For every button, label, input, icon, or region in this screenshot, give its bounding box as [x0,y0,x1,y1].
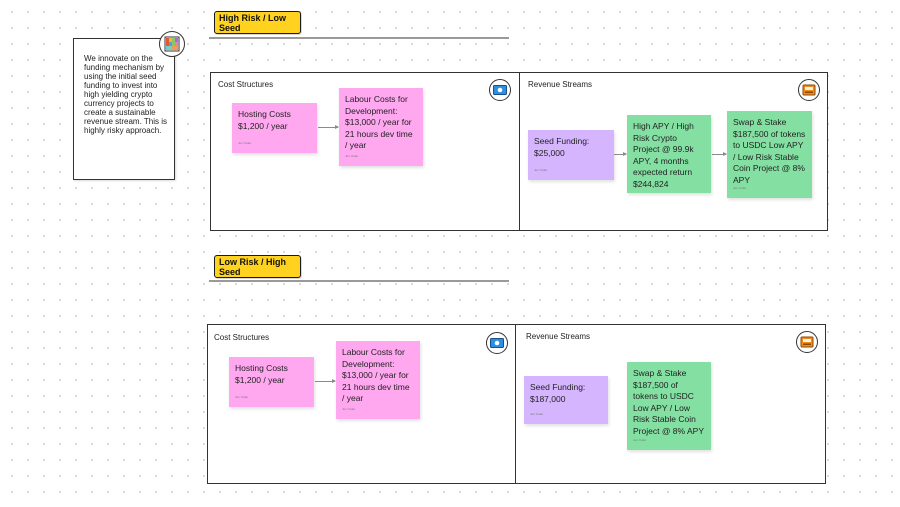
section-1-column-divider [519,72,520,231]
section-2-revenue-badge [796,331,818,353]
section-1-revenue-badge [798,79,820,101]
money-bill-icon [493,85,507,95]
sticky-author: Jon Yoder [342,406,356,411]
section-2-revenue-title: Revenue Streams [526,332,591,341]
section-2-sticky-labour-costs[interactable]: Labour Costs for Development: $13,000 / … [336,341,420,419]
section-1-sticky-swap-stake[interactable]: Swap & Stake $187,500 of tokens to USDC … [727,111,812,198]
section-2-tag[interactable]: Low Risk / High Seed [214,255,301,278]
sticky-author: Jon Yoder [733,185,747,190]
section-2-sticky-swap-stake[interactable]: Swap & Stake $187,500 of tokens to USDC … [627,362,711,450]
sticky-text: Hosting Costs $1,200 / year [238,109,291,131]
section-2-column-divider [515,324,516,484]
sticky-text: Seed Funding: $25,000 [534,136,590,158]
cash-register-icon [800,336,814,348]
description-note[interactable]: We innovate on the funding mechanism by … [73,38,175,180]
sticky-text: Hosting Costs $1,200 / year [235,363,288,385]
section-1-sticky-hosting-costs[interactable]: Hosting Costs $1,200 / year Jon Yoder [232,103,317,153]
sticky-author: Jon Yoder [235,394,249,399]
sticky-author: Jon Yoder [345,153,359,158]
sticky-author: Jon Yoder [633,180,647,185]
sticky-text: Labour Costs for Development: $13,000 / … [345,94,413,150]
section-2-cost-arrow [315,379,336,383]
business-model-canvas-icon [164,36,180,52]
section-2-sticky-seed-funding[interactable]: Seed Funding: $187,000 Jon Yoder [524,376,608,424]
section-1-sticky-high-apy[interactable]: High APY / High Risk Crypto Project @ 99… [627,115,711,193]
sticky-text: Swap & Stake $187,500 of tokens to USDC … [733,117,806,185]
sticky-text: High APY / High Risk Crypto Project @ 99… [633,121,694,189]
cash-register-icon [802,84,816,96]
section-1-tag[interactable]: High Risk / Low Seed [214,11,301,34]
money-bill-icon [490,338,504,348]
section-1-sticky-labour-costs[interactable]: Labour Costs for Development: $13,000 / … [339,88,423,166]
section-2-cost-badge [486,332,508,354]
section-2-tag-label: Low Risk / High Seed [219,256,287,277]
section-1-revenue-arrow-1 [614,152,627,156]
section-1-cost-arrow [318,125,339,129]
section-1-cost-badge [489,79,511,101]
sticky-author: Jon Yoder [530,411,544,416]
sticky-text: Swap & Stake $187,500 of tokens to USDC … [633,368,704,436]
section-1-tag-label: High Risk / Low Seed [219,12,287,33]
section-1-cost-title: Cost Structures [218,80,274,89]
sticky-author: Jon Yoder [633,437,647,442]
section-1-revenue-arrow-2 [712,152,727,156]
canvas-badge [159,31,185,57]
sticky-author: Jon Yoder [238,140,252,145]
sticky-text: Seed Funding: $187,000 [530,382,586,404]
section-2-divider-line [209,280,509,282]
section-1-sticky-seed-funding[interactable]: Seed Funding: $25,000 Jon Yoder [528,130,614,180]
description-note-text: We innovate on the funding mechanism by … [84,54,167,135]
section-1-revenue-title: Revenue Streams [528,80,593,89]
section-2-sticky-hosting-costs[interactable]: Hosting Costs $1,200 / year Jon Yoder [229,357,314,407]
section-2-cost-title: Cost Structures [214,333,270,342]
sticky-author: Jon Yoder [534,167,548,172]
sticky-text: Labour Costs for Development: $13,000 / … [342,347,410,403]
section-1-divider-line [209,37,509,39]
